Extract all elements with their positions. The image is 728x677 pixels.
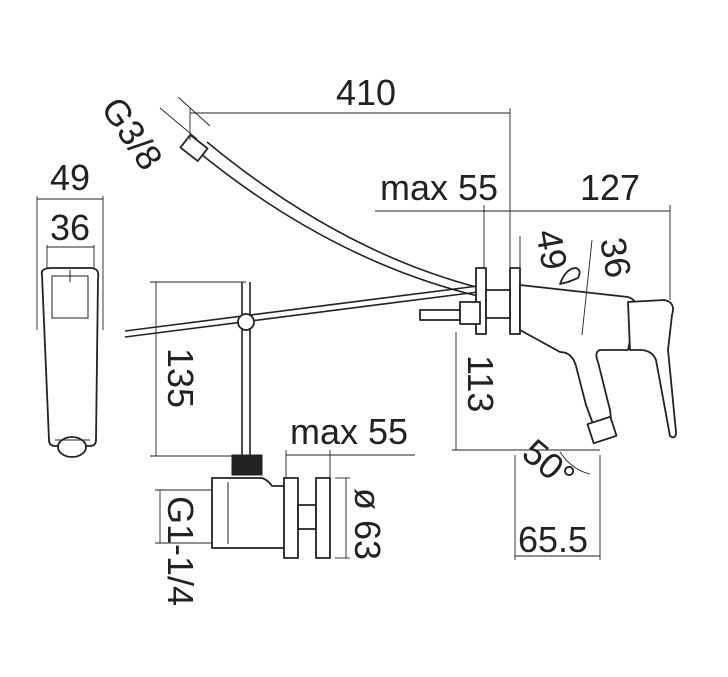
dim-65-5: 65.5 xyxy=(518,519,588,560)
dim-135-lines xyxy=(150,281,246,457)
dim-max55-bottom: max 55 xyxy=(290,411,408,452)
dim-max55-top: max 55 xyxy=(380,167,498,208)
dim-handle-lines xyxy=(519,236,593,336)
dim-angle-lines xyxy=(514,451,601,560)
dim-49-handle: 49 xyxy=(528,226,575,273)
dim-top-lines xyxy=(375,205,671,300)
dim-angle-50: 50° xyxy=(515,431,583,497)
dim-36-handle: 36 xyxy=(592,234,639,281)
dim-127: 127 xyxy=(580,167,640,208)
bidet-mixer-body xyxy=(419,267,677,445)
waste-assembly xyxy=(211,454,331,559)
dim-113: 113 xyxy=(460,355,501,412)
dim-diameter-63: ø 63 xyxy=(347,488,388,560)
dim-410-line xyxy=(189,108,511,298)
dim-410: 410 xyxy=(336,72,396,113)
dim-49-left: 49 xyxy=(50,157,90,198)
dim-waste-lines xyxy=(155,450,415,559)
dim-36-left: 36 xyxy=(50,207,90,248)
dim-g1-1-4: G1-1/4 xyxy=(160,496,201,606)
dim-g3-8: G3/8 xyxy=(93,90,171,178)
side-view-mixer xyxy=(36,196,104,458)
popup-rod xyxy=(124,282,479,456)
inlet-hose xyxy=(159,96,481,297)
dim-113-lines xyxy=(452,332,600,451)
dim-135: 135 xyxy=(160,348,201,408)
